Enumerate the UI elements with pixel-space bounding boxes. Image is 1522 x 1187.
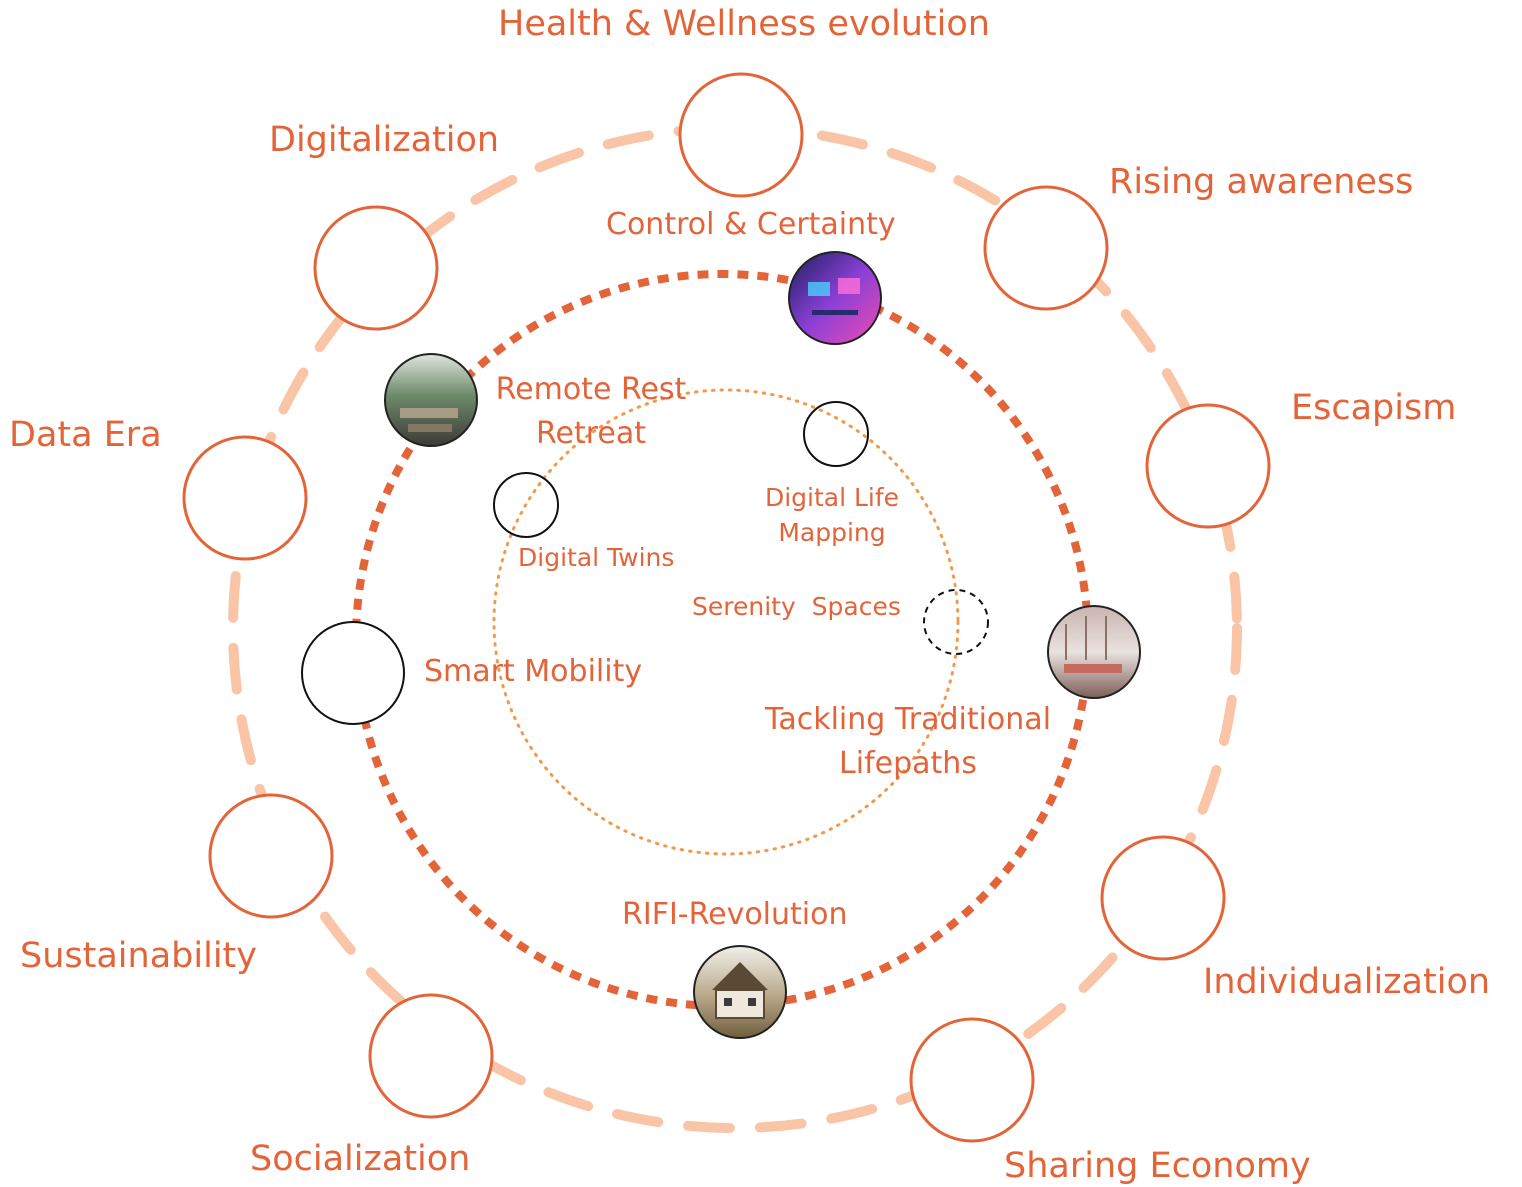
digital-life-mapping-label-line1: Digital Life	[764, 483, 900, 512]
digitalization-label: Digitalization	[269, 120, 500, 160]
outer-ring	[228, 123, 1242, 1133]
sustainability-label: Sustainability	[20, 936, 257, 976]
health-wellness-label: Health & Wellness evolution	[498, 4, 990, 44]
health-node	[678, 72, 804, 198]
escapism-node	[1145, 403, 1271, 529]
tackling-lifepaths-image	[1047, 605, 1141, 699]
sustainability-node	[208, 793, 334, 919]
serenity-spaces-label: Serenity Spaces	[692, 592, 901, 621]
digitalization-node	[313, 205, 439, 331]
socialization-node	[368, 993, 494, 1119]
rifi-revolution-image	[693, 945, 787, 1039]
inner-ring	[492, 388, 960, 856]
digital-twins-label: Digital Twins	[518, 543, 675, 572]
digital-life-mapping-node	[803, 401, 869, 467]
data-era-node	[182, 435, 308, 561]
individualization-node	[1100, 835, 1226, 961]
tackling-lifepaths-label-line1: Tackling Traditional	[764, 702, 1052, 737]
escapism-label: Escapism	[1291, 388, 1457, 428]
smart-mobility-label: Smart Mobility	[424, 654, 643, 689]
rising-awareness-node	[983, 185, 1109, 311]
individualization-label: Individualization	[1203, 962, 1491, 1002]
sharing-economy-node	[909, 1017, 1035, 1143]
control-certainty-label: Control & Certainty	[606, 207, 896, 242]
digital-life-mapping-label-line2: Mapping	[778, 518, 886, 547]
rising-awareness-label: Rising awareness	[1109, 162, 1414, 202]
sharing-economy-label: Sharing Economy	[1004, 1146, 1311, 1186]
digital-twins-node	[493, 472, 559, 538]
remote-rest-label-line1: Remote Rest	[495, 372, 687, 407]
tackling-lifepaths-label-line2: Lifepaths	[839, 746, 977, 781]
data-era-label: Data Era	[9, 415, 162, 455]
control-certainty-image	[788, 251, 882, 345]
rifi-revolution-label: RIFI-Revolution	[622, 897, 848, 932]
remote-rest-label-line2: Retreat	[536, 416, 646, 451]
remote-rest-image	[384, 353, 478, 447]
serenity-spaces-node	[923, 589, 989, 655]
socialization-label: Socialization	[250, 1139, 471, 1179]
smart-mobility-node	[301, 621, 405, 725]
